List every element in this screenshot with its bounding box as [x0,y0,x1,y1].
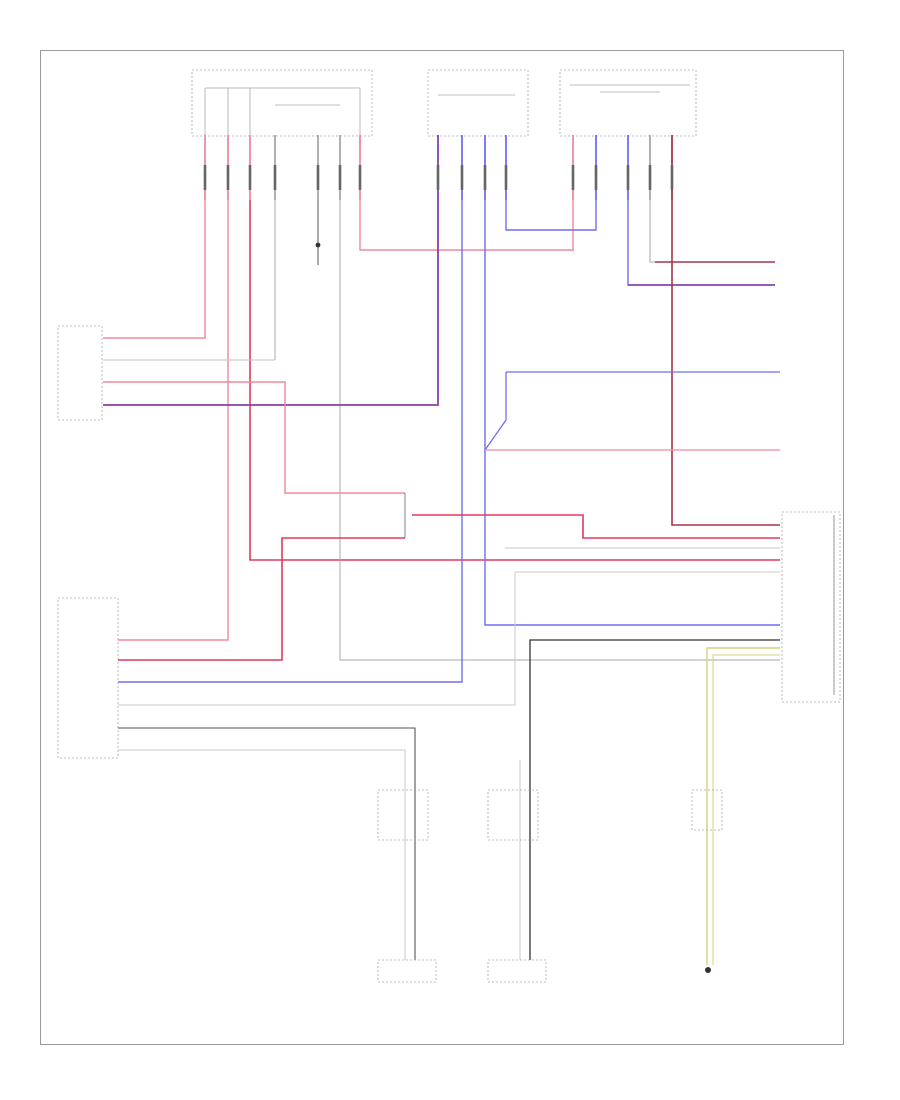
wire-gray-7 [118,749,406,960]
wire-purple-1 [103,200,439,406]
wire-pink-3 [249,200,780,561]
ground-terminal [705,967,711,973]
wire-yellow-2 [712,654,780,965]
wire-black-1 [529,639,780,960]
pin-markers [203,165,674,190]
wire-gray-3 [649,200,775,263]
wire-pink-2 [118,200,229,641]
diagram-frame [40,50,844,1045]
wire-pink-4 [359,200,574,251]
wire-blue-1 [118,200,463,683]
right-connector [781,511,841,703]
wire-pink-6 [103,381,405,494]
wire-yellow-1 [706,647,780,965]
wire-black-2 [118,727,416,960]
ground-point [315,242,321,248]
wire-gray-2 [339,200,780,661]
top-connector-left [191,69,373,137]
inline-connector-left [377,789,429,841]
wire-pink-7 [412,514,780,539]
top-connector-right [559,69,697,137]
wire-pink-1 [103,200,206,339]
wire-blue-6 [484,372,507,451]
sensor-right [487,959,547,983]
sensor-left [377,959,437,983]
left-connector-lower [57,597,119,759]
inline-connector-right [487,789,539,841]
wire-red-1 [118,537,405,661]
wire-gray-6 [118,572,516,706]
top-connector-middle [427,69,529,137]
left-connector-upper [57,325,103,421]
wire-blue-2 [484,200,780,626]
wire-darkred-2 [671,200,780,526]
inline-connector-yellow [691,789,723,831]
wire-blue-3 [505,200,597,231]
